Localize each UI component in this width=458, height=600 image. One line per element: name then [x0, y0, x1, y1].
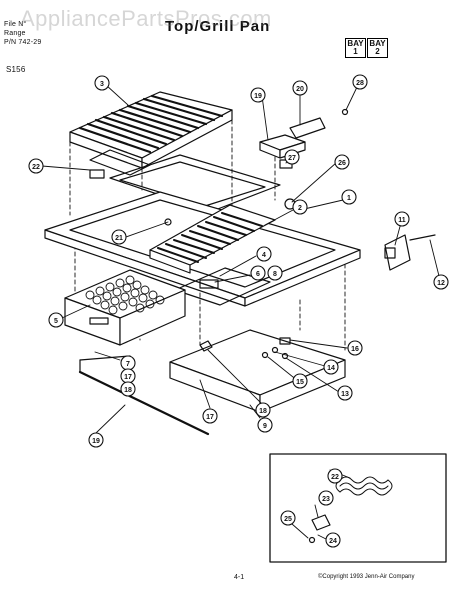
callout-19: 19 [254, 93, 262, 100]
callout-20: 20 [296, 86, 304, 93]
callout-28: 28 [356, 80, 364, 87]
callout-22-inset: 22 [331, 474, 339, 481]
callout-7: 7 [126, 361, 130, 368]
callout-14: 14 [327, 365, 335, 372]
callout-21: 21 [115, 235, 123, 242]
callout-18-lower: 18 [259, 408, 267, 415]
callout-9: 9 [263, 423, 267, 430]
inset-box [269, 453, 447, 563]
callout-5: 5 [54, 318, 58, 325]
callout-1: 1 [347, 195, 351, 202]
callout-24: 24 [329, 538, 337, 545]
callout-25: 25 [284, 516, 292, 523]
callout-15: 15 [296, 379, 304, 386]
rock-pan [64, 269, 186, 346]
callout-3: 3 [100, 81, 104, 88]
header-range-label: Range [4, 30, 26, 37]
middle-grill-grate [149, 204, 276, 274]
callout-23: 23 [322, 496, 330, 503]
callout-11: 11 [398, 217, 406, 224]
callout-2: 2 [298, 205, 302, 212]
support-rod [78, 355, 210, 436]
callout-12: 12 [437, 280, 445, 287]
callout-17-lower: 17 [206, 414, 214, 421]
section-code: S156 [6, 65, 26, 74]
callout-27: 27 [288, 155, 296, 162]
callouts [28, 74, 449, 548]
callout-13: 13 [341, 391, 349, 398]
callout-22: 22 [32, 164, 40, 171]
inner-tray [174, 267, 271, 306]
callout-18: 18 [124, 387, 132, 394]
callout-17: 17 [124, 374, 132, 381]
copyright-notice: ©Copyright 1993 Jenn-Air Company [318, 574, 415, 580]
page-title: Top/Grill Pan [165, 18, 271, 35]
callout-16: 16 [351, 346, 359, 353]
callout-8: 8 [273, 271, 277, 278]
bracket-assembly [259, 108, 349, 169]
page-number: 4-1 [234, 574, 245, 581]
watermark: AppliancePartsPros.com [20, 6, 272, 31]
screw-21 [164, 218, 172, 226]
callout-4: 4 [262, 252, 266, 259]
callout-6: 6 [256, 271, 260, 278]
callout-26: 26 [338, 160, 346, 167]
header-file-label: File N° [4, 21, 27, 28]
top-grill-grate [69, 91, 233, 169]
control-unit [384, 234, 436, 271]
header-part-number: P/N 742-29 [4, 39, 42, 46]
callout-19-lower: 19 [92, 438, 100, 445]
